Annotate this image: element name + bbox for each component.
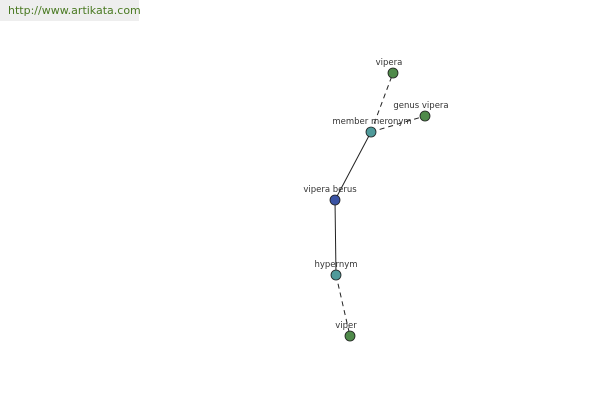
edge-vipera-berus-to-member-meronym: [334, 131, 372, 201]
node-marker-hypernym[interactable]: [330, 269, 342, 281]
edge-hypernym-to-viper: [335, 274, 351, 337]
node-label-vipera-berus: vipera berus: [303, 185, 357, 195]
node-marker-member-meronym[interactable]: [365, 126, 377, 138]
node-marker-vipera[interactable]: [387, 67, 399, 79]
node-label-genus-vipera: genus vipera: [393, 101, 448, 111]
source-banner: http://www.artikata.com: [0, 0, 141, 21]
node-vipera-berus[interactable]: vipera berus: [303, 185, 357, 206]
node-label-member-meronym: member meronym: [332, 117, 411, 127]
node-marker-vipera-berus[interactable]: [329, 194, 341, 206]
source-url-link[interactable]: http://www.artikata.com: [8, 4, 141, 17]
graph-edges: [334, 72, 426, 337]
node-marker-viper[interactable]: [344, 330, 356, 342]
edge-vipera-berus-to-hypernym: [334, 199, 337, 276]
edge-member-meronym-to-vipera: [370, 72, 394, 133]
node-viper[interactable]: viper: [335, 321, 357, 342]
edge-member-meronym-to-genus-vipera: [370, 115, 426, 133]
node-label-viper: viper: [335, 321, 357, 331]
node-label-hypernym: hypernym: [314, 260, 357, 270]
graph-nodes: vipera genus vipera member meronym vipera b…: [303, 58, 449, 342]
node-hypernym[interactable]: hypernym: [314, 260, 358, 281]
node-label-vipera: vipera: [376, 58, 403, 68]
node-vipera[interactable]: vipera: [376, 58, 403, 79]
node-marker-genus-vipera[interactable]: [419, 110, 431, 122]
node-member-meronym[interactable]: member meronym: [332, 117, 412, 138]
node-genus-vipera[interactable]: genus vipera: [393, 101, 449, 122]
